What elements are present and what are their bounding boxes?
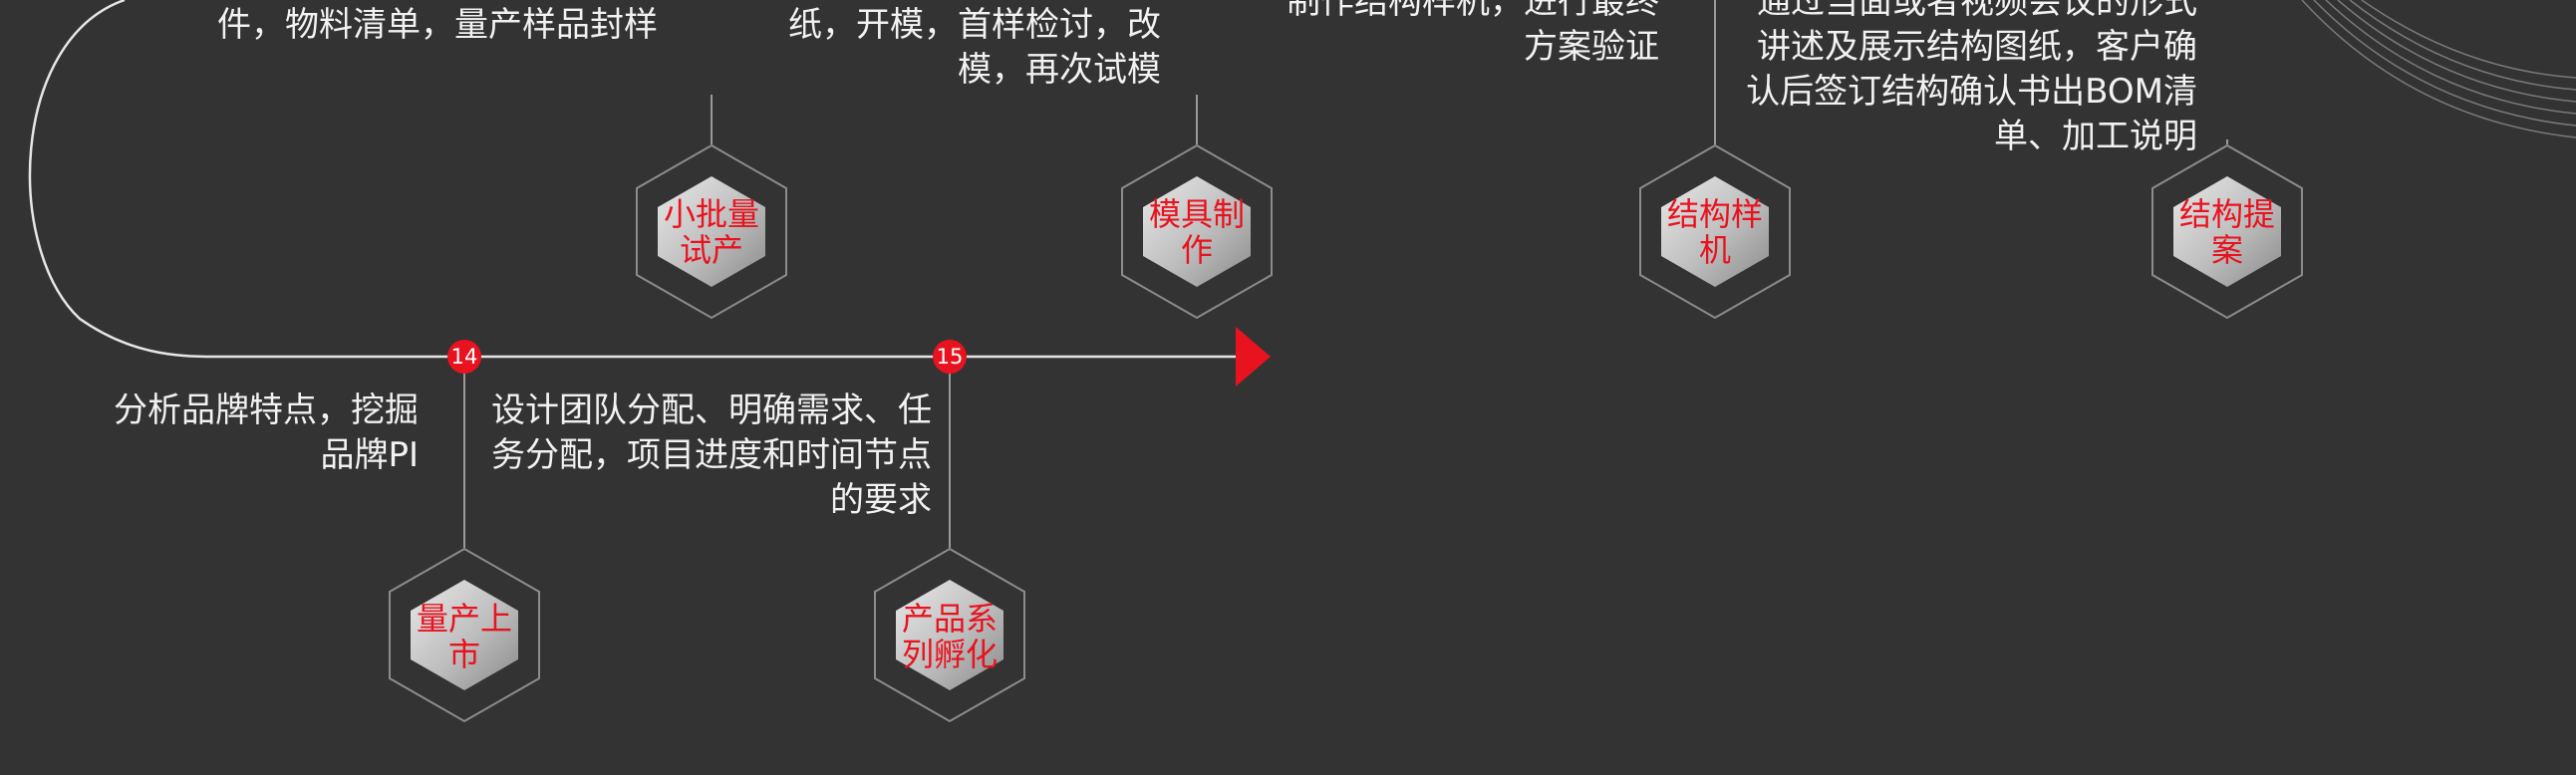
step-label: 小批量试产 [663,195,759,269]
timeline-arrow-head [1236,327,1271,387]
hex-node-prototype [1639,143,1791,320]
step-description: 通过当面或者视频会议的形式讲述及展示结构图纸，客户确认后签订结构确认书出BOM清… [1746,0,2197,156]
step-label: 结构提案 [2178,195,2275,269]
hex-node-incubation [874,547,1025,723]
step-description: 输出改善的SOP（生产）文件，物料清单，量产样品封样 [217,5,658,45]
step-description: 分析品牌特点，挖掘品牌PI [114,390,419,475]
step-number-badge: 14 [447,340,481,374]
step-description: 设计团队分配、明确需求、任务分配，项目进度和时间节点的要求 [491,390,932,520]
step-description: 制作结构样机，进行最终方案验证 [1287,0,1659,67]
step-label: 量产上市 [416,600,512,673]
step-label: 结构样机 [1666,195,1763,269]
hex-node-mass-production [389,547,540,723]
timeline-curve [28,0,215,359]
step-label: 产品系列孵化 [901,600,998,673]
hex-node-small-batch [636,143,787,320]
hex-node-mold [1121,143,1273,320]
step-description: 与模具工程师一起评估图纸，开模，首样检讨，改模，再次试模 [788,5,1161,90]
decorative-arcs [2301,0,2576,138]
step-label: 模具制作 [1148,195,1245,269]
hex-node-proposal [2151,143,2303,320]
step-number-badge: 15 [933,340,967,374]
